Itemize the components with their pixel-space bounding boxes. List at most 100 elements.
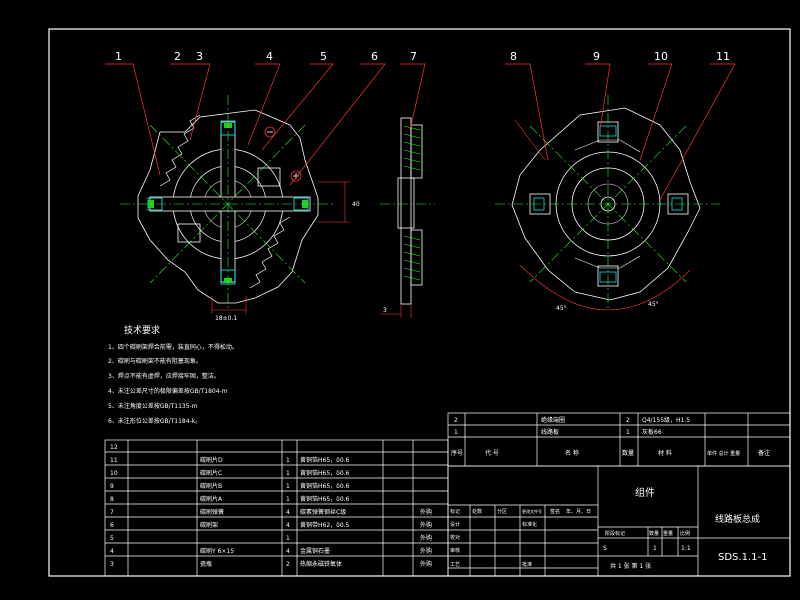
hdr-qty: 数量 xyxy=(622,449,634,457)
dim-text-4: 45° xyxy=(648,301,659,308)
bom-cell-no: 4 xyxy=(110,548,114,555)
bom-cell-tag: 外购 xyxy=(420,560,432,568)
label-std: 标准化 xyxy=(522,521,537,528)
label-date: 年、月、日 xyxy=(566,508,591,515)
label-sign: 签名 xyxy=(550,508,560,515)
upper-row-1-name: 线路板 xyxy=(541,428,559,436)
bom-cell-name: 碳刷片C xyxy=(200,469,222,477)
label-docno: 更改文件号 xyxy=(522,508,542,514)
balloon-7: 7 xyxy=(410,50,417,63)
label-design: 设计 xyxy=(450,521,460,528)
tech-req-4: 4、未注公差尺寸的极限偏差按GB/T1804-m xyxy=(108,388,228,395)
bom-cell-mat: 黄铜箔H65，δ0.6 xyxy=(300,482,350,490)
bom-cell-name: 瓷瓶 xyxy=(200,560,212,568)
dim-text-1: 18±0.1 xyxy=(215,315,237,322)
bom-cell-mat: 黄铜带H62，δ0.5 xyxy=(300,521,350,529)
angle-dims xyxy=(514,119,691,311)
upper-table-text: 2 绝缘端圈 2 Q4/155级，H1.5 1 线路板 1 灰板66 序号 代 … xyxy=(451,416,770,457)
dim-text-3: 45° xyxy=(556,305,567,312)
upper-row-1-no: 1 xyxy=(454,429,458,436)
dim-text-2: 3 xyxy=(383,307,387,314)
hdr-weight: 单件 总计 重量 xyxy=(707,450,740,457)
bom-cell-no: 12 xyxy=(110,444,118,451)
right-centerlines xyxy=(495,95,720,310)
label-weight: 数量 xyxy=(649,530,659,537)
bom-cell-qty: 4 xyxy=(286,509,290,516)
scale-value: 1:1 xyxy=(681,545,691,552)
upper-row-2-name: 绝缘端圈 xyxy=(541,416,565,424)
balloon-11: 11 xyxy=(716,50,730,63)
title-block-text: 组件 线路板总成 SDS.1.1-1 标记 处数 分区 更改文件号 签名 年、月… xyxy=(450,486,767,570)
bom-table-grid xyxy=(104,439,449,577)
bom-cell-qty: 4 xyxy=(286,548,290,555)
bom-cell-tag: 外购 xyxy=(420,508,432,516)
upper-row-2-no: 2 xyxy=(454,417,458,424)
bom-cell-no: 10 xyxy=(110,470,118,477)
bom-cell-no: 3 xyxy=(110,561,114,568)
label-stage: 阶段标记 xyxy=(605,530,625,537)
bom-cell-no: 8 xyxy=(110,496,114,503)
tech-req-1: 1、四个碳刷架焊合前需，装直同心，不得松动。 xyxy=(108,344,238,351)
upper-row-2-qty: 2 xyxy=(626,417,630,424)
bom-cell-mat: 黄铜箔H65，δ0.6 xyxy=(300,495,350,503)
bom-cell-no: 7 xyxy=(110,509,114,516)
label-ratio: 比例 xyxy=(680,530,690,537)
bom-cell-name: 碳刷架 xyxy=(200,521,218,529)
sheet-count: 共 1 张 第 1 张 xyxy=(610,562,651,570)
side-dim xyxy=(380,304,412,318)
drawing-number: SDS.1.1-1 xyxy=(718,552,767,563)
bom-cell-mat: 碳素弹簧钢丝C级 xyxy=(300,508,346,516)
balloon-4: 4 xyxy=(266,50,273,63)
bom-cell-tag: 外购 xyxy=(420,521,432,529)
label-approve: 批准 xyxy=(522,561,532,568)
upper-row-2-mat: Q4/155级，H1.5 xyxy=(642,416,690,424)
leader-lines xyxy=(105,63,736,201)
bom-cell-qty: 4 xyxy=(286,522,290,529)
upper-row-1-qty: 1 xyxy=(626,429,630,436)
label-audit: 审核 xyxy=(450,547,460,554)
balloon-8: 8 xyxy=(510,50,517,63)
bom-cell-mat: 黄铜箔H65，δ0.6 xyxy=(300,469,350,477)
label-zone: 分区 xyxy=(497,508,507,515)
balloon-6: 6 xyxy=(371,50,378,63)
left-centerlines xyxy=(120,95,335,310)
balloon-9: 9 xyxy=(593,50,600,63)
label-process: 工艺 xyxy=(450,562,460,568)
hdr-name: 名 称 xyxy=(565,449,579,457)
bom-cell-name: 碳刷弹簧 xyxy=(200,508,224,516)
bom-cell-tag: 外购 xyxy=(420,534,432,542)
bom-cell-tag: 外购 xyxy=(420,547,432,555)
assembly-label: 组件 xyxy=(635,486,655,499)
drawing-name: 线路板总成 xyxy=(715,513,760,525)
bom-cell-qty: 1 xyxy=(286,535,290,542)
stage-value: S xyxy=(603,545,607,552)
label-count: 处数 xyxy=(472,508,482,515)
tech-req-5: 5、未注角度公差按GB/T1135-m xyxy=(108,403,198,410)
dim-text-5: 40 xyxy=(352,201,360,208)
bom-cell-qty: 1 xyxy=(286,483,290,490)
tech-req-3: 3、焊点不能有虚焊，应焊接牢固，整洁。 xyxy=(108,373,220,380)
qty-value: 1 xyxy=(653,545,657,552)
bom-cell-name: 碳刷Y 6×15 xyxy=(200,547,234,555)
left-dimensions xyxy=(211,181,350,314)
side-view-green xyxy=(380,125,435,281)
hdr-no: 序号 xyxy=(451,449,463,457)
bom-cell-qty: 1 xyxy=(286,470,290,477)
balloon-3: 3 xyxy=(196,50,203,63)
bom-cell-no: 9 xyxy=(110,483,114,490)
bom-cell-qty: 1 xyxy=(286,457,290,464)
label-check: 校对 xyxy=(450,534,460,541)
bom-cell-mat: 热缩永磁铁氧体 xyxy=(300,560,342,568)
drawing-frame xyxy=(48,28,791,577)
tech-req-title: 技术要求 xyxy=(124,326,161,336)
bom-cell-mat: 金属铜石墨 xyxy=(300,547,330,555)
hdr-mat: 材 料 xyxy=(658,449,672,457)
balloon-1: 1 xyxy=(115,50,122,63)
bom-cell-qty: 2 xyxy=(286,561,290,568)
bom-cell-no: 6 xyxy=(110,522,114,529)
label-mass: 重量 xyxy=(663,530,673,537)
bom-cell-no: 11 xyxy=(110,457,118,464)
bom-cell-no: 5 xyxy=(110,535,114,542)
